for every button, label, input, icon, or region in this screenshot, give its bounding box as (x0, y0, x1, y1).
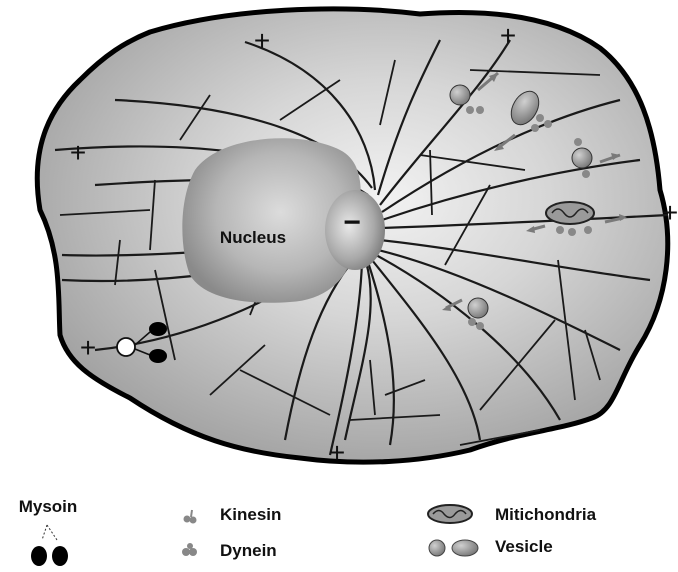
plus-sign: + (662, 197, 678, 228)
legend-myosin-label: Mysoin (19, 497, 78, 516)
legend-dynein-label: Dynein (220, 541, 277, 560)
plus-sign: + (70, 137, 86, 168)
kinesin-legend-icon (184, 510, 197, 524)
legend-mitochondria-label: Mitichondria (495, 505, 597, 524)
plus-sign: + (329, 437, 345, 468)
minus-sign: − (343, 206, 361, 239)
legend: Mysoin Kinesin Dynein Mitichondria Vesi (19, 497, 597, 566)
legend-kinesin-label: Kinesin (220, 505, 281, 524)
vesicle-legend-icon (429, 540, 478, 556)
myosin-legend-icon (31, 525, 68, 566)
dynein-legend-icon (182, 543, 197, 556)
legend-vesicle-label: Vesicle (495, 537, 553, 556)
plus-sign: + (500, 20, 516, 51)
plus-sign: + (254, 25, 270, 56)
mitochondria-legend-icon (428, 505, 472, 523)
nucleus-label: Nucleus (220, 228, 286, 247)
plus-sign: + (80, 332, 96, 363)
